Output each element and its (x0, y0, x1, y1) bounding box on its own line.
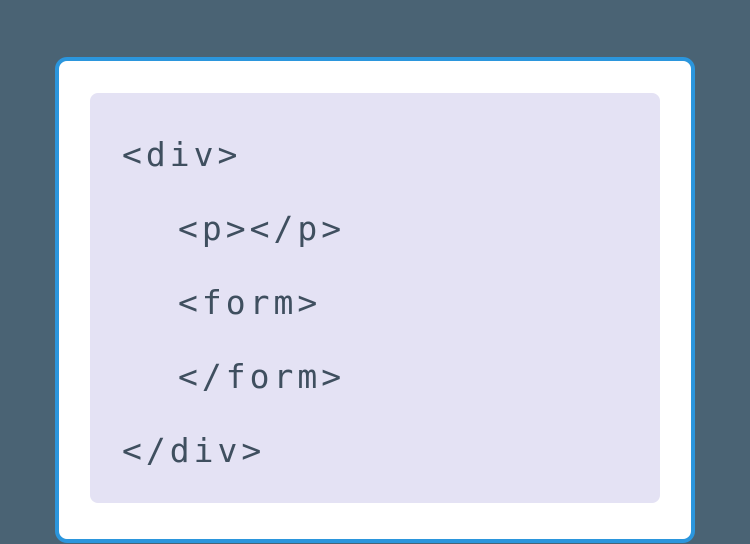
code-line-div-open: <div> (122, 135, 242, 174)
code-line-div-close: </div> (122, 431, 266, 470)
code-snippet-panel: <div> <p></p> <form> </form> </div> (90, 93, 660, 503)
code-line-p: <p></p> (178, 209, 346, 248)
code-line-form-open: <form> (178, 283, 322, 322)
code-line-form-close: </form> (178, 357, 346, 396)
code-card: <div> <p></p> <form> </form> </div> (55, 57, 695, 543)
